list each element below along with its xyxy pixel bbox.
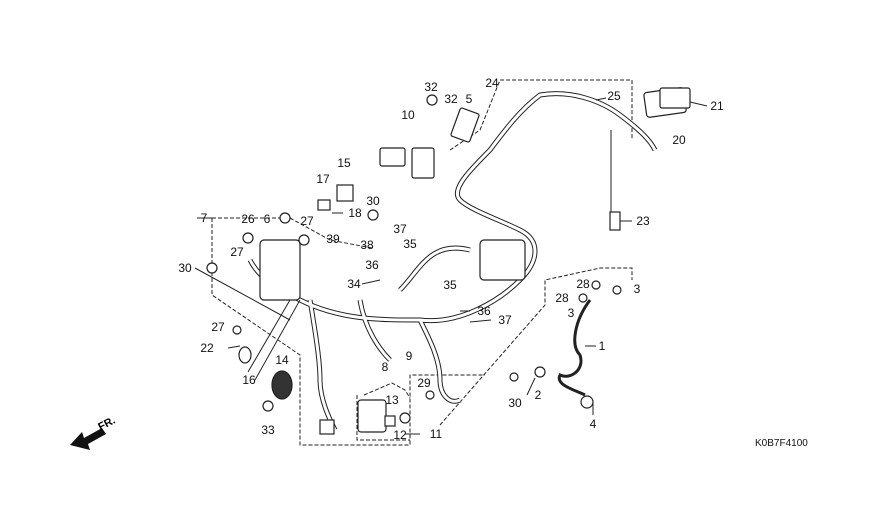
- callout: 28: [555, 291, 569, 305]
- callout: 10: [401, 108, 415, 122]
- callout: 12: [393, 428, 407, 442]
- callout: 30: [508, 396, 522, 410]
- components: [206, 87, 691, 435]
- callout: 28: [576, 277, 590, 291]
- callout: 36: [477, 304, 491, 318]
- callout: 32: [424, 80, 438, 94]
- callout: 26: [241, 212, 255, 226]
- callout: 27: [300, 214, 314, 228]
- callout: 29: [417, 376, 431, 390]
- callout: 14: [275, 353, 289, 367]
- callout: 16: [242, 373, 256, 387]
- callout: 37: [498, 313, 512, 327]
- callout: 1: [598, 339, 606, 353]
- callout: 35: [403, 237, 417, 251]
- callout: 2: [534, 388, 542, 402]
- callout: 27: [230, 245, 244, 259]
- callout: 23: [636, 214, 650, 228]
- callout: 39: [326, 232, 340, 246]
- callout: 35: [443, 278, 457, 292]
- front-arrow-icon: [70, 428, 106, 450]
- callout: 36: [365, 258, 379, 272]
- group-outlines: [211, 79, 633, 446]
- harness-main: [247, 91, 658, 432]
- callout: 30: [366, 194, 380, 208]
- callout: 30: [178, 261, 192, 275]
- callout: 27: [211, 320, 225, 334]
- callout: 15: [337, 156, 351, 170]
- callout: 9: [405, 349, 413, 363]
- callout: 11: [429, 427, 443, 441]
- callout: 3: [567, 306, 575, 320]
- callout: 37: [393, 222, 407, 236]
- diagram-code: K0B7F4100: [755, 438, 808, 449]
- callout: 34: [347, 277, 361, 291]
- callout: 17: [316, 172, 330, 186]
- callout: 20: [672, 133, 686, 147]
- callout: 22: [200, 341, 214, 355]
- callout: 3: [633, 282, 641, 296]
- callout: 38: [360, 238, 374, 252]
- callout: 6: [263, 212, 271, 226]
- callout: 18: [348, 206, 362, 220]
- callout: 7: [200, 211, 208, 225]
- callout: 24: [485, 76, 499, 90]
- callout: 21: [710, 99, 724, 113]
- callout: 13: [385, 393, 399, 407]
- callout: 4: [589, 417, 597, 431]
- callout: 8: [381, 360, 389, 374]
- callout: 25: [607, 89, 621, 103]
- callout: 33: [261, 423, 275, 437]
- callout: 32: [444, 92, 458, 106]
- callout: 5: [465, 92, 473, 106]
